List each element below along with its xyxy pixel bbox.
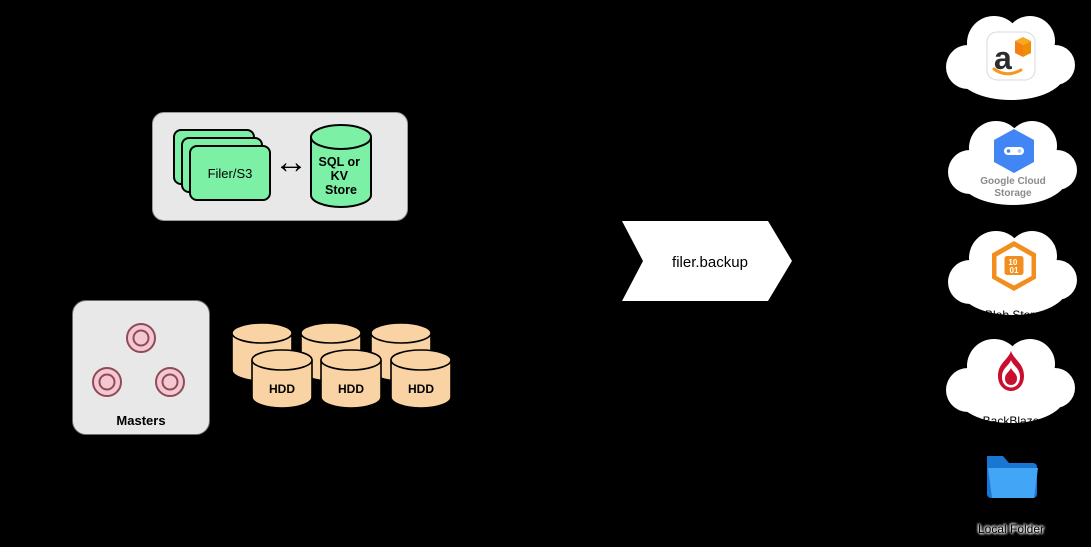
hdd-label: HDD (408, 382, 434, 396)
aws-smile (992, 67, 1023, 76)
hdd-label: HDD (269, 382, 295, 396)
gcs-hexagon-icon (994, 129, 1034, 173)
master-node-icon (155, 367, 185, 397)
backblaze-label: BackBlaze (982, 414, 1040, 428)
blob-store-label: Blob Store (984, 308, 1042, 322)
aws-icon: a (986, 31, 1036, 81)
folder-icon (987, 456, 1038, 498)
sql-kv-store-cylinder: SQL or KV Store (310, 124, 372, 208)
aws-a-glyph: a (994, 40, 1012, 76)
master-node-icon (126, 323, 156, 353)
filer-backup-arrow: filer.backup (622, 221, 792, 301)
target-blob-store: 10 01 Blob Store (938, 220, 1088, 322)
target-local-folder: Local Folder (946, 446, 1076, 542)
master-nodes (92, 323, 185, 397)
chevron-shape (622, 221, 792, 301)
sql-store-label: SQL or KV Store (319, 155, 364, 197)
hdd-label: HDD (338, 382, 364, 396)
masters-panel: Masters (72, 300, 210, 435)
master-node-icon (92, 367, 122, 397)
bidirectional-arrow-icon: ↔ (274, 143, 308, 181)
cylinder-body (310, 137, 372, 208)
azure-blob-icon: 10 01 (992, 241, 1036, 291)
filer-card-front: Filer/S3 (189, 145, 271, 201)
gcs-label: Google Cloud Storage (980, 176, 1046, 199)
target-google-cloud-storage: Google Cloud Storage (938, 110, 1088, 212)
filer-label: Filer/S3 (207, 165, 253, 181)
backblaze-flame-icon (998, 351, 1024, 391)
target-backblaze: BackBlaze (936, 328, 1086, 430)
hdd-cylinder: HDD (320, 349, 382, 409)
target-amazon-s3: a (936, 5, 1086, 107)
filer-group-panel: Filer/S3 ↔ SQL or KV Store (152, 112, 408, 221)
blob-digits: 10 01 (1008, 258, 1019, 275)
masters-label: Masters (116, 413, 166, 428)
hdd-cylinder: HDD (251, 349, 313, 409)
hdd-cylinder: HDD (390, 349, 452, 409)
local-folder-label: Local Folder (977, 522, 1045, 536)
cylinder-top (310, 124, 372, 150)
filer-backup-label: filer.backup (672, 254, 748, 271)
